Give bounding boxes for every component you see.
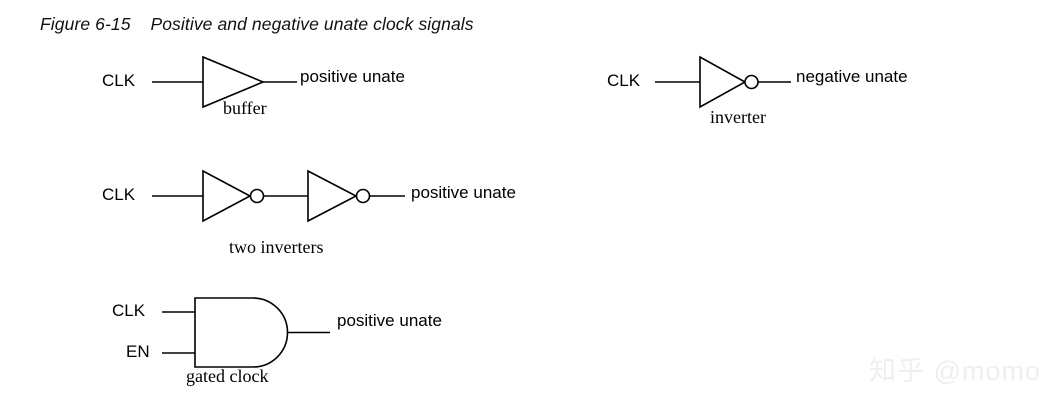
buffer-gate-label: buffer xyxy=(223,98,267,118)
buffer-clk-label: CLK xyxy=(102,71,136,90)
two-inverters-gate-label: two inverters xyxy=(229,237,324,257)
second-inverter-bubble-icon xyxy=(355,188,371,204)
buffer-output-label: positive unate xyxy=(300,67,405,86)
gated-clock-output-label: positive unate xyxy=(337,311,442,330)
inverter-output-label: negative unate xyxy=(796,67,908,86)
buffer-gate-triangle-icon xyxy=(202,55,266,109)
and-gate-icon xyxy=(194,297,289,368)
inverter-gate-label: inverter xyxy=(710,107,766,127)
gated-clock-clk-label: CLK xyxy=(112,301,146,320)
second-inverter-triangle-icon xyxy=(307,169,358,223)
inverter-clk-label: CLK xyxy=(607,71,641,90)
first-inverter-triangle-icon xyxy=(202,169,252,223)
inverter-bubble-icon xyxy=(744,74,759,90)
two-inverters-circuit xyxy=(152,169,405,223)
inverter-circuit xyxy=(655,55,791,109)
gated-clock-gate-label: gated clock xyxy=(186,366,269,386)
gated-clock-en-label: EN xyxy=(126,342,150,361)
figure-title: Figure 6-15 Positive and negative unate … xyxy=(40,14,474,34)
gated-clock-circuit xyxy=(162,297,330,368)
two-inverters-clk-label: CLK xyxy=(102,185,136,204)
first-inverter-bubble-icon xyxy=(249,188,265,204)
inverter-gate-triangle-icon xyxy=(699,55,747,109)
zhihu-watermark: 知乎 @momo xyxy=(869,356,1041,386)
buffer-circuit xyxy=(152,55,297,109)
two-inverters-output-label: positive unate xyxy=(411,183,516,202)
